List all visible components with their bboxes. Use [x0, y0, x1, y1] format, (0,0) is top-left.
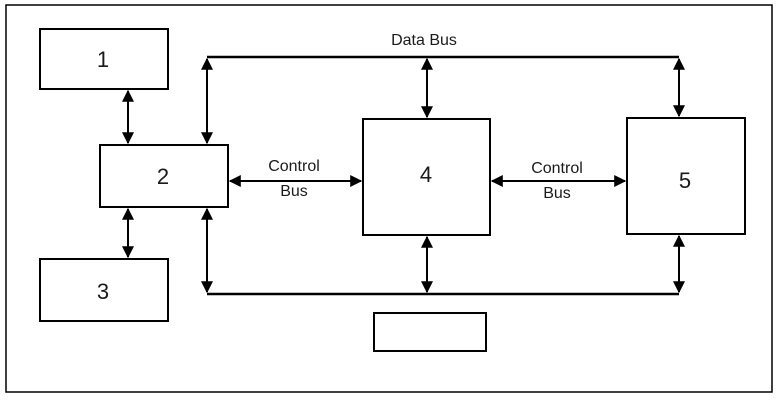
outer-frame — [5, 4, 773, 393]
box-4-label: 4 — [420, 162, 432, 187]
data-bus-label: Data Bus — [391, 32, 457, 49]
box-bottom — [373, 312, 487, 352]
control-bus-left-line2: Bus — [280, 183, 308, 200]
control-bus-right-line2: Bus — [543, 185, 571, 202]
box-4 — [362, 118, 491, 236]
box-5-label: 5 — [679, 168, 691, 193]
box-1 — [39, 28, 169, 90]
control-bus-right-line1: Control — [531, 160, 583, 177]
control-bus-left-line1: Control — [268, 158, 320, 175]
box-3 — [39, 258, 169, 322]
box-2-label: 2 — [157, 164, 169, 189]
box-2 — [99, 144, 229, 208]
box-5 — [626, 117, 746, 235]
box-1-label: 1 — [97, 47, 109, 72]
box-3-label: 3 — [97, 279, 109, 304]
